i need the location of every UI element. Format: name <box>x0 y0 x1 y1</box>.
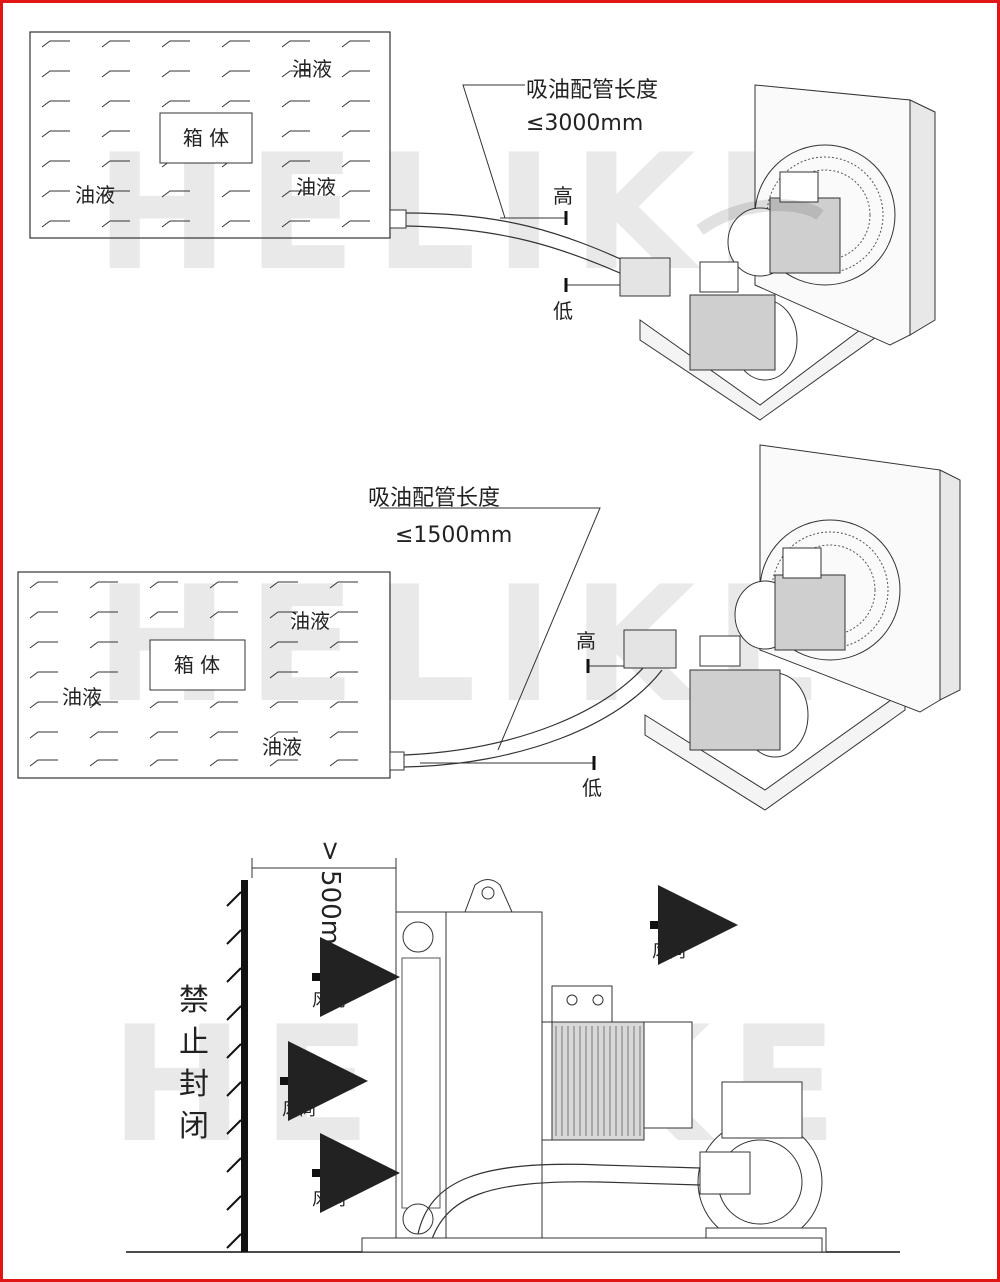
low-label-2: 低 <box>582 776 602 800</box>
pump-head <box>699 1151 751 1195</box>
motor-body-2 <box>774 574 846 651</box>
section-1: 箱 体 油液 油液 油液 吸油配管长度 ≤3000mm 高 低 <box>29 31 936 421</box>
wind-label-3: 风向 <box>312 1190 346 1210</box>
motor-flange <box>541 1021 553 1141</box>
suction-pipe-1b <box>405 225 641 283</box>
tank-label-box-2 <box>149 639 246 691</box>
low-label-1: 低 <box>553 299 573 323</box>
inlet-port <box>402 921 434 953</box>
tank-label-box-1 <box>159 112 253 164</box>
pipe-leader-2 <box>380 507 601 751</box>
wall-label-1: 禁 <box>179 983 209 1018</box>
wind-label-4: 风向 <box>652 942 686 962</box>
pump-icon <box>619 257 671 297</box>
radiator-side-1 <box>909 99 936 336</box>
gland-1 <box>566 994 578 1006</box>
section-2: 箱 体 油液 油液 油液 吸油配管长度 ≤1500mm 高 低 <box>17 444 961 811</box>
motor-fins <box>555 1026 641 1136</box>
lifting-hole <box>481 886 495 900</box>
tank-2 <box>17 571 391 779</box>
distance-label: > 500mm <box>315 840 345 970</box>
suction-pipe-2b <box>403 669 663 768</box>
cooler-unit-2 <box>623 444 961 811</box>
hose-inner <box>429 1181 701 1246</box>
motor-body-1 <box>769 197 841 274</box>
tank-1 <box>29 31 391 239</box>
fan-motor-endcap <box>643 1021 693 1129</box>
terminal-box <box>551 985 613 1023</box>
pipe-label-1b: ≤3000mm <box>526 111 643 136</box>
pump-2 <box>623 629 677 669</box>
radiator-side-2 <box>939 469 961 701</box>
oil-label-2b: 油液 <box>62 685 102 709</box>
wind-label-2: 风向 <box>282 1100 316 1120</box>
high-label-2: 高 <box>576 629 596 653</box>
wind-label-1: 风向 <box>312 991 346 1011</box>
cooler-unit-1 <box>619 84 936 421</box>
fan-shroud <box>445 911 543 1253</box>
junction-box-2 <box>782 547 822 579</box>
suction-pipe-2a <box>403 659 651 756</box>
junction-box-1 <box>779 171 819 203</box>
pipe-leader-1 <box>462 84 525 219</box>
oil-label-2c: 油液 <box>262 735 302 759</box>
oil-label-1c: 油液 <box>296 175 336 199</box>
wall-label-3: 封 <box>179 1067 209 1102</box>
gland-2 <box>592 994 604 1006</box>
wall-label-2: 止 <box>179 1025 209 1060</box>
pipe-label-1a: 吸油配管长度 <box>526 78 658 103</box>
pipe-label-2b: ≤1500mm <box>395 523 512 548</box>
oil-label-2a: 油液 <box>290 609 330 633</box>
unit-base <box>361 1237 823 1253</box>
radiator-fins <box>401 957 441 1209</box>
pump-junction-box-1 <box>699 261 739 293</box>
tank-outlet-2 <box>389 751 405 771</box>
tank-outlet-1 <box>389 209 407 229</box>
tank-label-2: 箱 体 <box>174 653 220 677</box>
suction-pipe-1a <box>405 212 641 269</box>
pump-motor-body-1 <box>689 294 776 371</box>
pipe-label-2a: 吸油配管长度 <box>368 486 500 511</box>
oil-label-1a: 油液 <box>292 57 332 81</box>
section-3: > 500mm 禁 止 封 闭 风向 <box>126 840 900 1253</box>
pump-motor-body-2 <box>689 669 781 751</box>
hose-1 <box>696 199 824 235</box>
high-label-1: 高 <box>553 184 573 208</box>
tank-label-1: 箱 体 <box>183 126 229 150</box>
wall <box>241 880 248 1252</box>
oil-label-1b: 油液 <box>75 183 115 207</box>
hose-outer <box>417 1163 701 1235</box>
pump-junction-box-2 <box>699 635 741 667</box>
wall-label-4: 闭 <box>179 1109 209 1144</box>
wall-hatch <box>226 891 242 1249</box>
pump-terminal-box <box>721 1081 803 1139</box>
